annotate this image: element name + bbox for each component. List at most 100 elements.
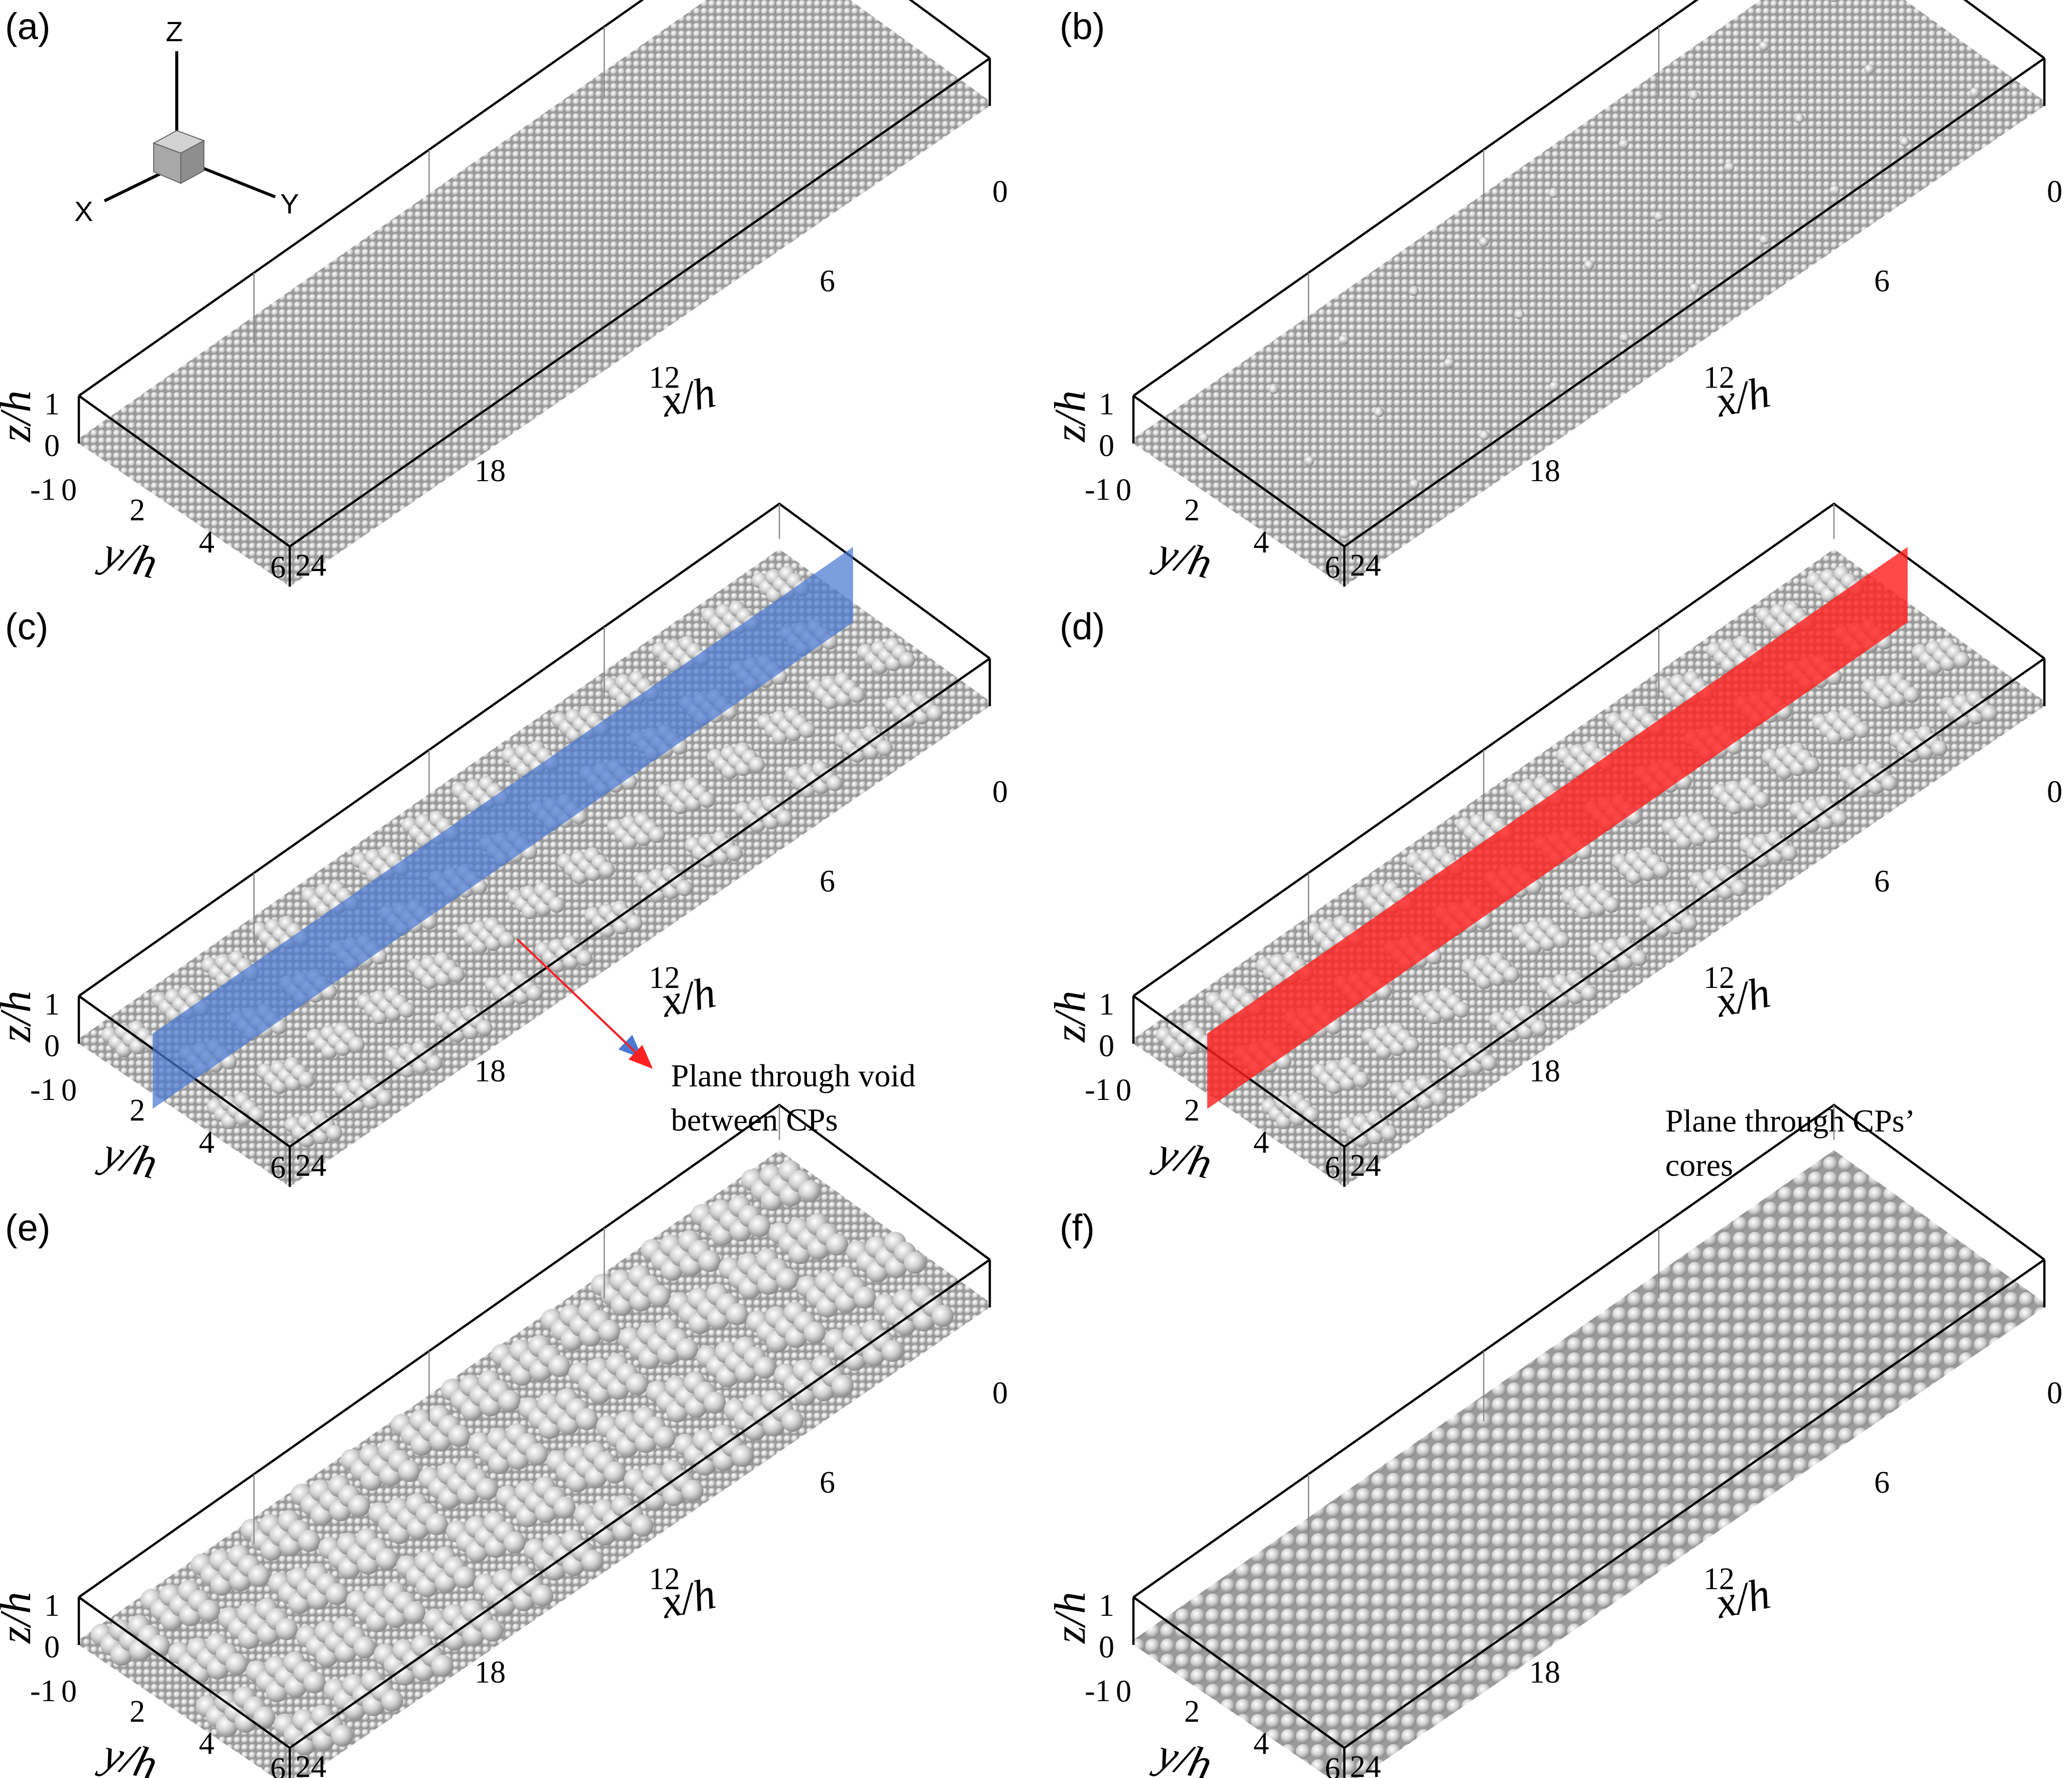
x-tick-label: 24 bbox=[295, 1149, 326, 1183]
x-tick-label: 24 bbox=[1350, 548, 1381, 583]
coarse-particle bbox=[1479, 430, 1489, 440]
x-tick-label: 24 bbox=[1350, 1149, 1381, 1183]
y-tick-label: 4 bbox=[199, 1126, 214, 1160]
coarse-particle bbox=[1514, 309, 1524, 319]
coarse-particle bbox=[1374, 407, 1384, 417]
coarse-particle bbox=[481, 1619, 504, 1642]
coarse-particle bbox=[1631, 950, 1647, 966]
z-axis-title: z/h bbox=[0, 1592, 40, 1644]
plane-note-line: Plane through CPs’ bbox=[1665, 1103, 1915, 1139]
z-tick-label: 1 bbox=[44, 987, 60, 1022]
x-tick-label: 0 bbox=[992, 775, 1008, 809]
z-tick-label: 1 bbox=[1099, 387, 1114, 421]
y-tick-label: 2 bbox=[1184, 1695, 1200, 1729]
coarse-particle bbox=[526, 985, 543, 1002]
y-axis-title: y/h bbox=[1148, 1728, 1217, 1778]
z-tick-label: 0 bbox=[44, 429, 60, 463]
x-axis-title: x/h bbox=[656, 968, 720, 1027]
particle-bed-top bbox=[1133, 549, 2044, 1182]
z-tick-label: 1 bbox=[1099, 1589, 1114, 1623]
x-tick-label: 0 bbox=[992, 175, 1008, 209]
particle-bed-top bbox=[79, 0, 990, 582]
coarse-particle bbox=[1198, 432, 1209, 443]
coarse-particle bbox=[1853, 722, 1870, 738]
x-tick-label: 18 bbox=[1529, 454, 1560, 488]
triad-y-axis bbox=[196, 164, 276, 198]
particle-bed-front bbox=[79, 1039, 290, 1187]
coarse-particle bbox=[1549, 381, 1560, 392]
coarse-particle bbox=[731, 1444, 754, 1467]
coarse-particle bbox=[381, 1690, 403, 1712]
coarse-particle bbox=[1864, 64, 1875, 74]
coarse-particle bbox=[1781, 845, 1797, 861]
coarse-particle bbox=[798, 722, 815, 738]
z-tick-label: -1 bbox=[1085, 473, 1111, 507]
coarse-particle bbox=[376, 1548, 398, 1571]
triad-z-label: Z bbox=[166, 16, 183, 47]
coarse-particle bbox=[631, 1514, 654, 1537]
coarse-particle bbox=[476, 1478, 498, 1501]
coarse-particle bbox=[398, 1460, 420, 1482]
panel-d: (d)Plane through CPs’cores06121824x/h246… bbox=[516, 502, 2062, 1188]
coarse-particle bbox=[303, 1671, 326, 1694]
coarse-particle bbox=[499, 932, 515, 948]
x-tick-label: 24 bbox=[1350, 1750, 1381, 1778]
coarse-particle bbox=[726, 845, 743, 861]
coarse-particle bbox=[704, 1391, 726, 1414]
coarse-particle bbox=[1689, 90, 1699, 100]
z-tick-label: -1 bbox=[1085, 1073, 1111, 1107]
x-tick-label: 0 bbox=[2047, 1376, 2062, 1410]
domain-box bbox=[1132, 1103, 2046, 1778]
particle-bed-front bbox=[1133, 438, 1344, 587]
z-tick-label: -1 bbox=[30, 1073, 56, 1107]
coarse-particle bbox=[1970, 87, 1980, 98]
x-tick-label: 24 bbox=[295, 548, 326, 583]
coarse-particle bbox=[275, 1618, 298, 1640]
y-tick-label: 0 bbox=[1116, 473, 1131, 507]
y-axis-title: y/h bbox=[1148, 1127, 1217, 1188]
x-axis-title: x/h bbox=[1710, 1569, 1774, 1628]
coarse-particle bbox=[353, 1636, 376, 1659]
coarse-particle bbox=[776, 1268, 798, 1291]
domain-box bbox=[1132, 502, 2046, 1187]
coarse-particle bbox=[1409, 286, 1419, 296]
coarse-particle bbox=[1453, 1002, 1469, 1018]
coarse-particle bbox=[431, 1654, 453, 1677]
y-tick-label: 4 bbox=[1253, 1727, 1269, 1761]
particle-bed-side bbox=[1351, 1302, 2044, 1778]
coarse-particle bbox=[1269, 384, 1279, 394]
domain-box bbox=[1132, 0, 2046, 587]
coarse-particle bbox=[1481, 1055, 1498, 1071]
coarse-particle bbox=[698, 1250, 721, 1272]
coarse-particle bbox=[326, 1125, 342, 1141]
particle-bed-top bbox=[1133, 0, 2044, 582]
coarse-particle bbox=[803, 1321, 826, 1344]
coarse-particle bbox=[854, 1286, 876, 1309]
coarse-particle bbox=[503, 1531, 526, 1554]
coarse-particle bbox=[649, 827, 665, 843]
plane-note-line: between CPs bbox=[671, 1102, 838, 1138]
x-tick-label: 12 bbox=[1703, 961, 1735, 995]
coarse-particle bbox=[575, 1408, 598, 1430]
particle-bed-side bbox=[1344, 701, 2044, 1187]
coarse-particle bbox=[748, 1215, 771, 1238]
coarse-particle bbox=[1829, 185, 1840, 196]
x-tick-label: 6 bbox=[1874, 264, 1890, 298]
z-axis-title: z/h bbox=[1046, 390, 1095, 442]
coarse-particle bbox=[1531, 1020, 1547, 1036]
x-tick-label: 18 bbox=[1529, 1054, 1560, 1088]
coarse-particle bbox=[1759, 41, 1769, 51]
particle-bed-front bbox=[79, 1640, 283, 1778]
coarse-particle bbox=[1380, 1125, 1397, 1141]
x-tick-label: 12 bbox=[649, 961, 680, 995]
coarse-particle bbox=[781, 1409, 804, 1432]
coarse-particle bbox=[1654, 211, 1664, 221]
panel-label: (f) bbox=[1060, 1207, 1095, 1249]
coarse-particle bbox=[1581, 985, 1597, 1002]
panel-label: (b) bbox=[1060, 6, 1105, 47]
coarse-particle bbox=[426, 1055, 443, 1071]
panel-label: (d) bbox=[1060, 606, 1105, 647]
coarse-particle bbox=[776, 810, 793, 826]
